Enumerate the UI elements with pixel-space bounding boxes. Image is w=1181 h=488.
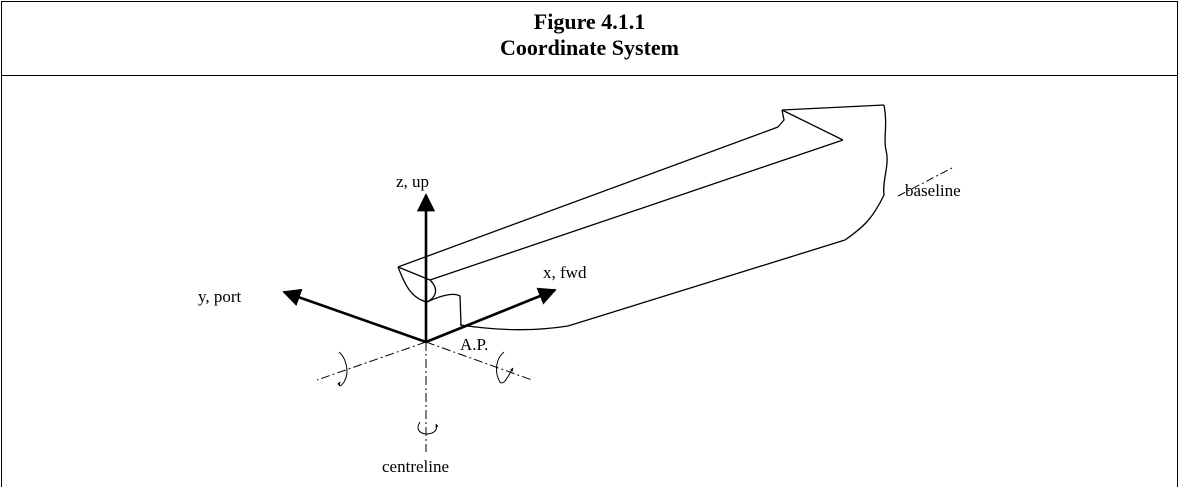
figure-header: Figure 4.1.1 Coordinate System [2, 2, 1177, 76]
figure-number: Figure 4.1.1 [533, 9, 646, 34]
x-axis-label: x, fwd [543, 263, 587, 282]
figure-title: Coordinate System [499, 35, 680, 60]
axis-extensions [316, 341, 533, 452]
ship-hull [397, 104, 888, 331]
y-axis-label: y, port [198, 287, 242, 306]
centreline-label: centreline [382, 457, 449, 476]
rotation-indicators [337, 351, 514, 435]
yaw-rotation-icon [417, 421, 439, 435]
x-axis-arrow [425, 287, 557, 344]
pitch-rotation-icon [496, 351, 514, 384]
z-axis-label: z, up [396, 172, 429, 191]
axes [282, 193, 557, 344]
aft-perpendicular-label: A.P. [460, 335, 488, 354]
roll-rotation-icon [337, 351, 348, 387]
baseline-label: baseline [905, 181, 961, 200]
baseline-line [897, 167, 953, 197]
y-axis-arrow [282, 288, 427, 344]
